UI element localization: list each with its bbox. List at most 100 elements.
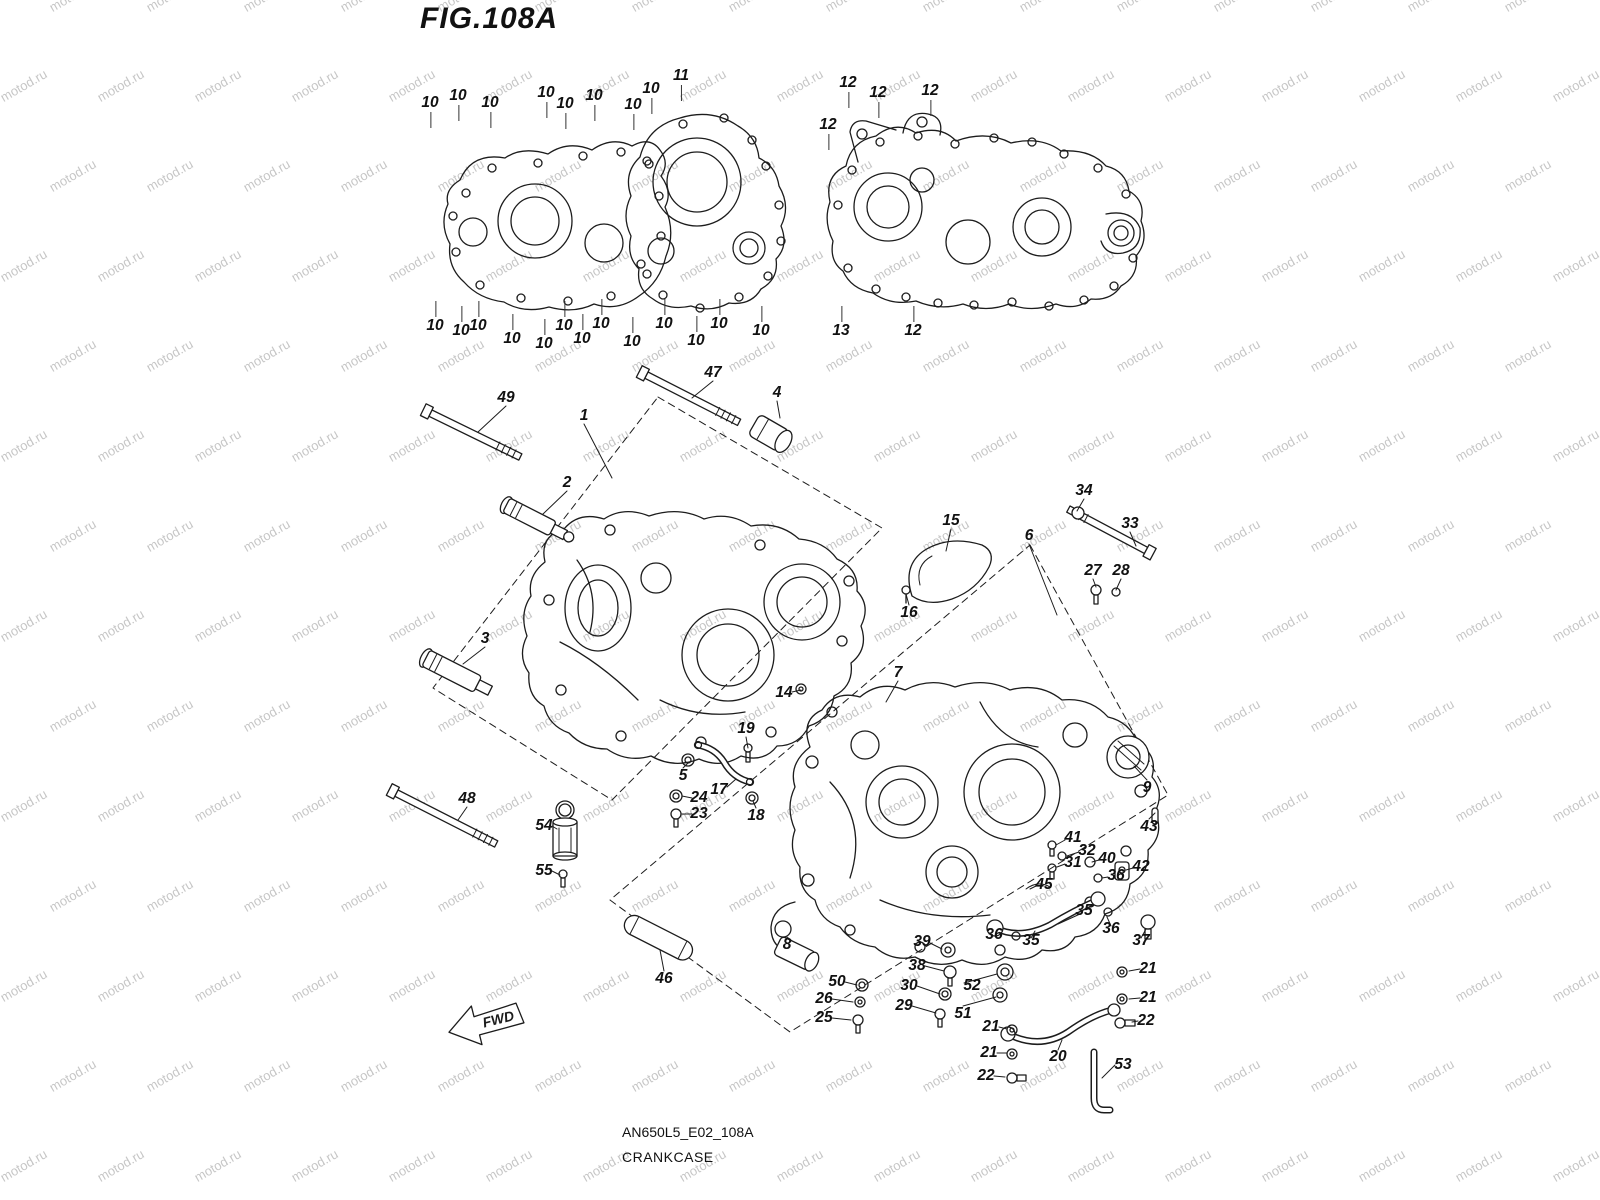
bolt-23 bbox=[670, 808, 682, 828]
damper-part-4 bbox=[749, 415, 793, 454]
oil-pipe-35-36 bbox=[986, 891, 1113, 941]
part-number-12: 12 bbox=[869, 84, 887, 118]
part-number-34: 34 bbox=[1075, 482, 1093, 499]
part-number-50: 50 bbox=[828, 973, 846, 990]
part-number-22: 22 bbox=[1137, 1012, 1155, 1029]
part-number-11: 11 bbox=[672, 67, 690, 101]
part-number-46: 46 bbox=[655, 970, 673, 987]
figure-name: CRANKCASE bbox=[622, 1149, 714, 1165]
part-number-18: 18 bbox=[747, 807, 765, 824]
washer-18 bbox=[745, 791, 759, 805]
part-number-2: 2 bbox=[562, 474, 572, 491]
part-number-10: 10 bbox=[452, 306, 470, 339]
part-number-24: 24 bbox=[690, 789, 708, 806]
part-number-23: 23 bbox=[690, 805, 708, 822]
part-number-10: 10 bbox=[655, 299, 673, 332]
fwd-label: FWD bbox=[481, 1007, 516, 1030]
part-number-10: 10 bbox=[710, 299, 728, 332]
cap-part-9 bbox=[1106, 735, 1150, 779]
part-number-4: 4 bbox=[772, 384, 782, 401]
part-number-26: 26 bbox=[815, 990, 833, 1007]
part-number-54: 54 bbox=[535, 817, 553, 834]
cylinder-8 bbox=[773, 936, 820, 972]
part-number-12: 12 bbox=[921, 82, 939, 116]
part-number-6: 6 bbox=[1024, 527, 1034, 544]
part-number-43: 43 bbox=[1140, 818, 1158, 835]
part-number-10: 10 bbox=[421, 94, 439, 128]
part-number-21: 21 bbox=[1139, 960, 1157, 977]
part-number-13: 13 bbox=[832, 306, 850, 339]
oil-pipe-17 bbox=[693, 740, 755, 787]
top-view-right-case bbox=[826, 112, 1145, 311]
part-number-9: 9 bbox=[1142, 779, 1152, 796]
part-number-10: 10 bbox=[585, 87, 603, 121]
part-number-15: 15 bbox=[942, 512, 960, 529]
part-number-10: 10 bbox=[555, 301, 573, 334]
part-number-52: 52 bbox=[963, 977, 981, 994]
part-number-10: 10 bbox=[535, 319, 553, 352]
part-number-53: 53 bbox=[1114, 1056, 1132, 1073]
part-number-36: 36 bbox=[1107, 867, 1125, 884]
bolt-19 bbox=[743, 743, 753, 763]
part-number-7: 7 bbox=[893, 664, 903, 681]
part-number-22: 22 bbox=[977, 1067, 995, 1084]
part-number-35: 35 bbox=[1075, 902, 1093, 919]
part-number-16: 16 bbox=[900, 604, 918, 621]
part-number-12: 12 bbox=[819, 116, 837, 150]
part-number-12: 12 bbox=[839, 74, 857, 108]
assembly-guide-lines bbox=[432, 396, 1169, 1033]
part-number-1: 1 bbox=[579, 407, 589, 424]
right-case-half bbox=[770, 682, 1160, 965]
part-number-39: 39 bbox=[913, 933, 931, 950]
top-view-left-case bbox=[443, 113, 787, 313]
part-number-10: 10 bbox=[537, 84, 555, 118]
strainer-54 bbox=[552, 800, 578, 861]
washers-21-22-left bbox=[1006, 1024, 1027, 1084]
part-number-17: 17 bbox=[710, 781, 728, 798]
part-number-10: 10 bbox=[556, 95, 574, 129]
fwd-arrow: FWD bbox=[448, 1002, 525, 1046]
part-number-49: 49 bbox=[497, 389, 515, 406]
part-number-35: 35 bbox=[1022, 932, 1040, 949]
part-number-10: 10 bbox=[469, 301, 487, 334]
part-number-19: 19 bbox=[737, 720, 755, 737]
tube-46 bbox=[623, 914, 694, 961]
part-number-51: 51 bbox=[954, 1005, 972, 1022]
washers-21-22-right bbox=[1114, 966, 1136, 1029]
part-number-10: 10 bbox=[449, 87, 467, 121]
part-number-42: 42 bbox=[1132, 858, 1150, 875]
part-number-27: 27 bbox=[1084, 562, 1102, 579]
part-number-33: 33 bbox=[1121, 515, 1139, 532]
part-number-10: 10 bbox=[573, 314, 591, 347]
part-number-10: 10 bbox=[481, 94, 499, 128]
left-case-half bbox=[521, 511, 866, 764]
part-number-10: 10 bbox=[752, 306, 770, 339]
part-number-12: 12 bbox=[904, 306, 922, 339]
part-number-48: 48 bbox=[458, 790, 476, 807]
part-number-45: 45 bbox=[1035, 876, 1053, 893]
part-number-10: 10 bbox=[687, 316, 705, 349]
part-number-10: 10 bbox=[592, 299, 610, 332]
part-number-5: 5 bbox=[678, 767, 688, 784]
part-number-10: 10 bbox=[426, 301, 444, 334]
washer-34 bbox=[1071, 506, 1085, 520]
part-number-10: 10 bbox=[624, 96, 642, 130]
plug-52-51 bbox=[992, 963, 1014, 1003]
bolt-48 bbox=[385, 783, 499, 848]
figure-code: AN650L5_E02_108A bbox=[622, 1124, 754, 1140]
bracket-part-15 bbox=[908, 540, 992, 603]
part-number-29: 29 bbox=[895, 997, 913, 1014]
part-number-21: 21 bbox=[980, 1044, 998, 1061]
part-number-3: 3 bbox=[480, 630, 490, 647]
part-number-14: 14 bbox=[775, 684, 793, 701]
shaft-part-2 bbox=[499, 496, 575, 543]
part-number-10: 10 bbox=[642, 80, 660, 114]
hose-20 bbox=[1000, 1003, 1121, 1046]
figure-title: FIG.108A bbox=[420, 2, 559, 35]
part-number-37: 37 bbox=[1132, 932, 1150, 949]
bolt-37 bbox=[1140, 914, 1156, 940]
part-number-41: 41 bbox=[1064, 829, 1082, 846]
